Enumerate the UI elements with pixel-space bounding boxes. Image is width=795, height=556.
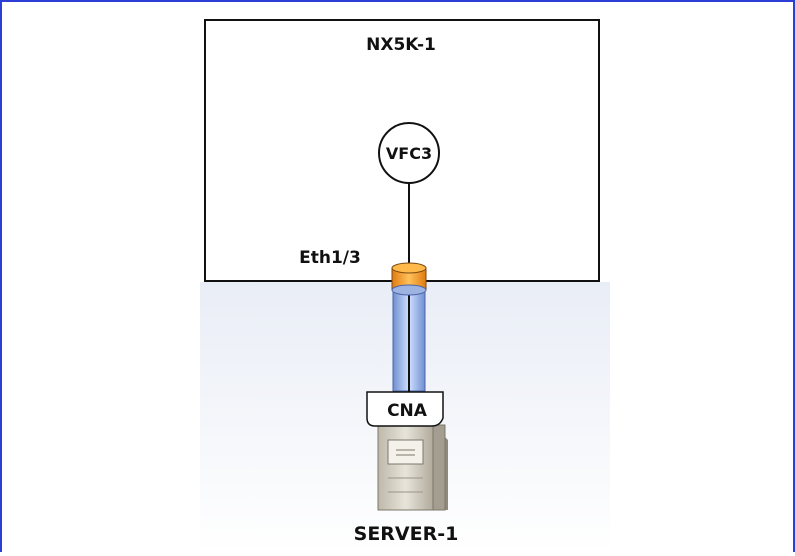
cna-card (366, 391, 444, 427)
server-icon (377, 424, 448, 511)
cna-label: CNA (387, 401, 428, 421)
server-label: SERVER-1 (354, 523, 459, 545)
switch-label: NX5K-1 (366, 35, 436, 55)
vfc-circle (378, 122, 440, 184)
port-label: Eth1/3 (299, 248, 361, 268)
vfc-label: VFC3 (386, 144, 432, 163)
port-eth1-3 (391, 262, 427, 296)
